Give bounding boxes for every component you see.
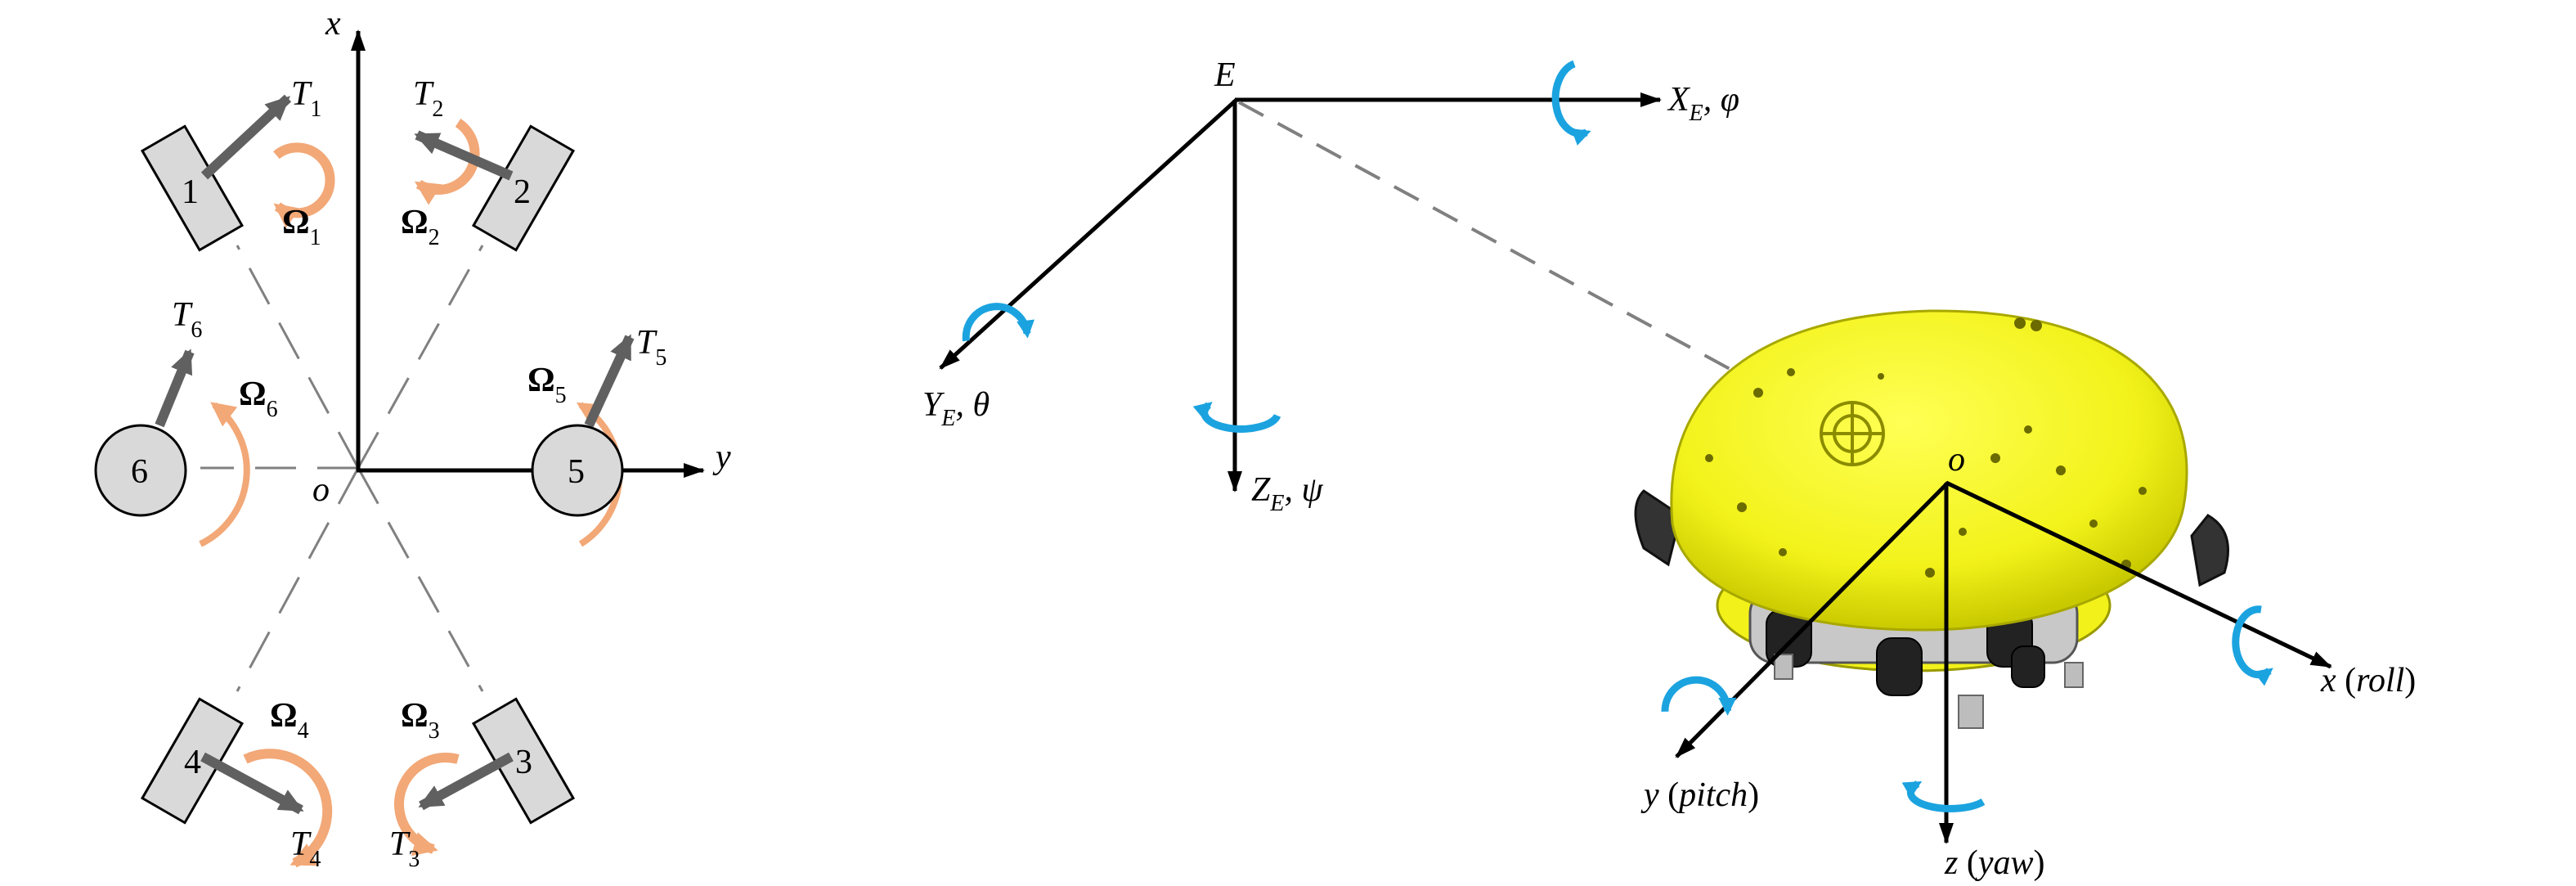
thrust-label-5: T5 bbox=[636, 324, 666, 371]
body-y-axis-label: y bbox=[712, 439, 731, 476]
yaw-rotation-icon bbox=[1901, 780, 1986, 812]
body-origin-label: o bbox=[312, 471, 330, 509]
lower-legs bbox=[1774, 654, 2084, 729]
earth-z-axis-label: ZE, ψ bbox=[1251, 471, 1323, 516]
body3d-y-axis-label: y (pitch) bbox=[1640, 776, 1759, 814]
rotation-arc-3 bbox=[393, 753, 460, 857]
speed-label-5: Ω5 bbox=[527, 362, 567, 408]
thruster-6-number: 6 bbox=[131, 453, 148, 491]
thruster-pod-left bbox=[1634, 489, 1682, 567]
thruster-4: 4 T4 Ω4 bbox=[140, 697, 333, 872]
thrust-arrow-1 bbox=[200, 94, 292, 180]
thruster-2: 2 T2 Ω2 bbox=[401, 75, 576, 252]
speed-label-2: Ω2 bbox=[401, 204, 440, 250]
body3d-x-axis-label: x (roll) bbox=[2320, 662, 2416, 699]
rotation-arc-1 bbox=[273, 142, 335, 228]
earth-y-axis bbox=[939, 98, 1238, 370]
body-x-axis-label: x bbox=[325, 5, 341, 43]
body3d-x-axis bbox=[1945, 480, 2332, 669]
earth-y-axis-label: YE, θ bbox=[922, 386, 990, 431]
vehicle-illustration bbox=[1634, 309, 2229, 729]
hull-holes bbox=[1705, 317, 2147, 578]
earth-y-rotation-icon bbox=[962, 303, 1034, 342]
rotation-arc-2 bbox=[414, 118, 480, 205]
thruster-6-body bbox=[94, 424, 187, 517]
body-frame-3d: o x (roll) y (pitch) z (yaw) bbox=[1640, 441, 2416, 882]
thruster-3: 3 T3 Ω3 bbox=[389, 697, 576, 872]
earth-x-axis-label: XE, φ bbox=[1667, 81, 1739, 126]
speed-label-4: Ω4 bbox=[270, 697, 309, 744]
speed-label-1: Ω1 bbox=[282, 204, 321, 250]
speed-label-6: Ω6 bbox=[239, 376, 278, 422]
thruster-6: 6 T6 Ω6 bbox=[94, 296, 278, 547]
rotation-arc-4 bbox=[243, 749, 333, 868]
thruster-5: 5 T5 Ω5 bbox=[527, 324, 666, 547]
thruster-pod-right bbox=[2190, 514, 2229, 587]
thrust-label-2: T2 bbox=[413, 75, 443, 122]
pitch-rotation-icon bbox=[1661, 676, 1737, 716]
thruster-1-number: 1 bbox=[182, 173, 199, 211]
thruster-1: 1 T1 Ω1 bbox=[140, 75, 335, 252]
thrust-arrow-4 bbox=[200, 752, 304, 815]
thrust-label-4: T4 bbox=[290, 825, 321, 872]
thruster-1-body bbox=[140, 124, 245, 252]
thrust-arrow-6 bbox=[155, 349, 195, 428]
earth-z-rotation-icon bbox=[1192, 402, 1281, 433]
thruster-2-number: 2 bbox=[514, 173, 531, 211]
thrust-arrow-3 bbox=[418, 752, 514, 811]
rotation-arc-6 bbox=[199, 402, 250, 547]
thruster-3-number: 3 bbox=[515, 744, 532, 781]
thrust-label-6: T6 bbox=[172, 296, 202, 343]
thruster-4-body bbox=[140, 697, 245, 825]
earth-frame: E XE, φ YE, θ ZE, ψ bbox=[922, 56, 1739, 516]
thruster-layout-panel: x y o 1 T1 Ω1 2 T2 Ω2 3 T3 Ω3 bbox=[94, 5, 731, 872]
earth-origin-label: E bbox=[1214, 56, 1236, 94]
earth-x-rotation-icon bbox=[1551, 60, 1591, 146]
thrust-label-1: T1 bbox=[291, 75, 321, 122]
hull-dome bbox=[1670, 309, 2188, 632]
thrust-arrow-2 bbox=[414, 130, 514, 181]
roll-rotation-icon bbox=[2232, 605, 2273, 686]
thruster-4-number: 4 bbox=[184, 744, 201, 781]
body3d-origin-label: o bbox=[1948, 441, 1965, 479]
dashed-guides bbox=[200, 245, 484, 692]
thrust-arrow-5 bbox=[584, 334, 635, 428]
thruster-3-body bbox=[471, 697, 576, 825]
vent-grille-icon bbox=[1820, 401, 1885, 466]
body3d-z-axis-label: z (yaw) bbox=[1944, 844, 2045, 882]
thruster-5-body bbox=[531, 424, 624, 517]
thrust-label-3: T3 bbox=[389, 825, 420, 872]
thruster-5-number: 5 bbox=[568, 453, 585, 491]
speed-label-3: Ω3 bbox=[401, 697, 440, 744]
